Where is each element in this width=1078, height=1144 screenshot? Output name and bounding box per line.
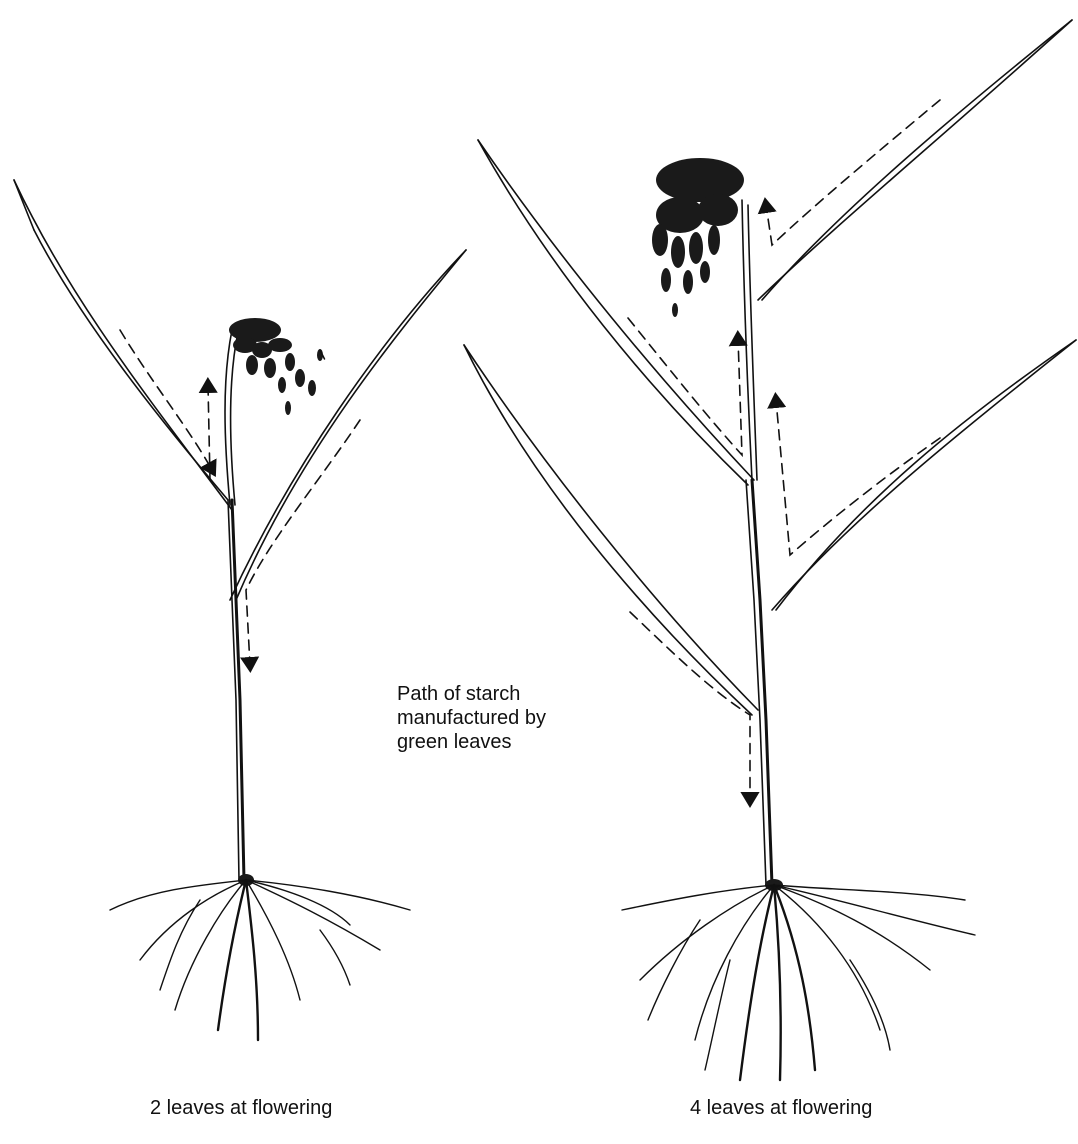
starch-path-label: Path of starch manufactured by green lea… <box>397 682 597 754</box>
plant-4-leaves-icon <box>464 20 1076 1080</box>
caption-4-leaves: 4 leaves at flowering <box>690 1096 970 1120</box>
right-panicle <box>652 158 744 317</box>
right-panicle-stalk <box>742 200 752 480</box>
caption-2-leaves: 2 leaves at flowering <box>150 1096 410 1120</box>
right-roots <box>622 879 975 1080</box>
right-stem <box>752 480 772 885</box>
left-panicle <box>229 318 323 415</box>
left-leaf-1 <box>14 180 232 510</box>
left-roots <box>110 874 410 1040</box>
right-leaf-4 <box>464 345 758 710</box>
plant-2-leaves-icon <box>14 180 466 1040</box>
right-leaf-3 <box>776 340 1076 610</box>
